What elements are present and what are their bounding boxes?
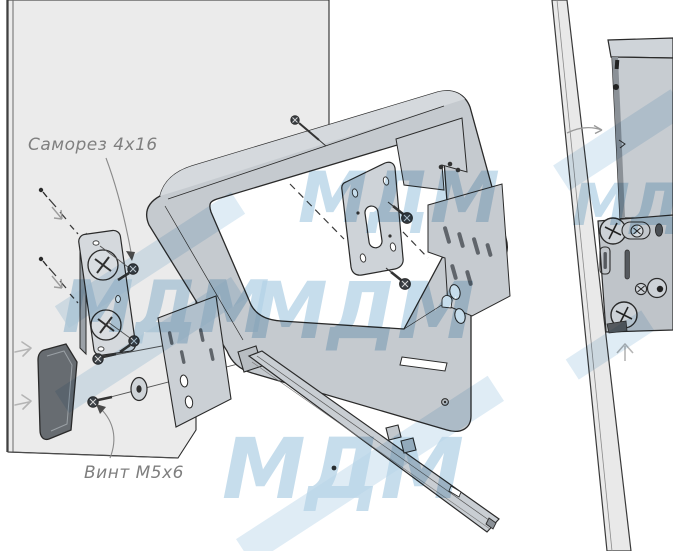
watermark-text: МДМ bbox=[62, 265, 269, 349]
watermark-swoosh bbox=[54, 191, 246, 329]
frame-top-face bbox=[160, 90, 465, 196]
label-samorez-4x16: Саморез 4x16 bbox=[28, 135, 158, 155]
mount-mechanism-side bbox=[597, 214, 673, 333]
watermark-swoosh bbox=[236, 375, 504, 551]
callout-vint: Винт М5х6 bbox=[84, 404, 184, 483]
screw bbox=[290, 115, 327, 147]
screw-dot bbox=[38, 187, 48, 198]
mount-direction-arrow-icon bbox=[14, 394, 32, 410]
perforated-plate bbox=[427, 183, 511, 324]
insert-arrow-icon bbox=[51, 206, 63, 220]
screw-insertion-guides bbox=[38, 187, 79, 304]
oval-hole bbox=[654, 223, 664, 237]
watermark-swoosh bbox=[565, 310, 655, 380]
screw bbox=[87, 395, 113, 408]
callout-samorez: Саморез 4x16 bbox=[28, 135, 158, 261]
mount-direction-arrow-icon bbox=[14, 341, 32, 357]
watermark-swoosh bbox=[553, 89, 673, 191]
watermark-text: МДМ bbox=[572, 171, 673, 239]
rivet bbox=[331, 465, 337, 471]
leader-arrowhead bbox=[96, 404, 106, 414]
watermark-text: МДМ bbox=[222, 420, 464, 518]
plate-slot bbox=[364, 205, 383, 249]
cam-screw bbox=[90, 309, 122, 341]
washer bbox=[130, 376, 148, 402]
label-vint-m5x6: Винт М5х6 bbox=[84, 463, 184, 483]
attach-arrow-icon bbox=[566, 124, 603, 135]
mounting-plate bbox=[341, 161, 404, 276]
pullout-frame bbox=[145, 90, 511, 471]
watermark-text: МДМ bbox=[250, 267, 475, 357]
screw bbox=[385, 267, 411, 290]
watermark-swoosh bbox=[54, 276, 246, 414]
detail-view bbox=[551, 0, 673, 551]
pull-out-rail bbox=[237, 345, 500, 533]
screw-dot bbox=[38, 256, 48, 267]
rail-end-hook bbox=[485, 517, 497, 530]
leader-line bbox=[100, 408, 115, 459]
watermark-layer: МДМ МДМ МДМ МДМ МДМ bbox=[54, 89, 673, 551]
leader-line bbox=[105, 157, 132, 253]
rail-slot bbox=[448, 485, 462, 498]
insert-arrow-icon bbox=[51, 275, 63, 289]
frame-top-bar-side bbox=[607, 37, 673, 59]
watermark-text: МДМ bbox=[298, 157, 500, 239]
screw bbox=[387, 201, 413, 224]
bottom-slot bbox=[399, 356, 448, 372]
